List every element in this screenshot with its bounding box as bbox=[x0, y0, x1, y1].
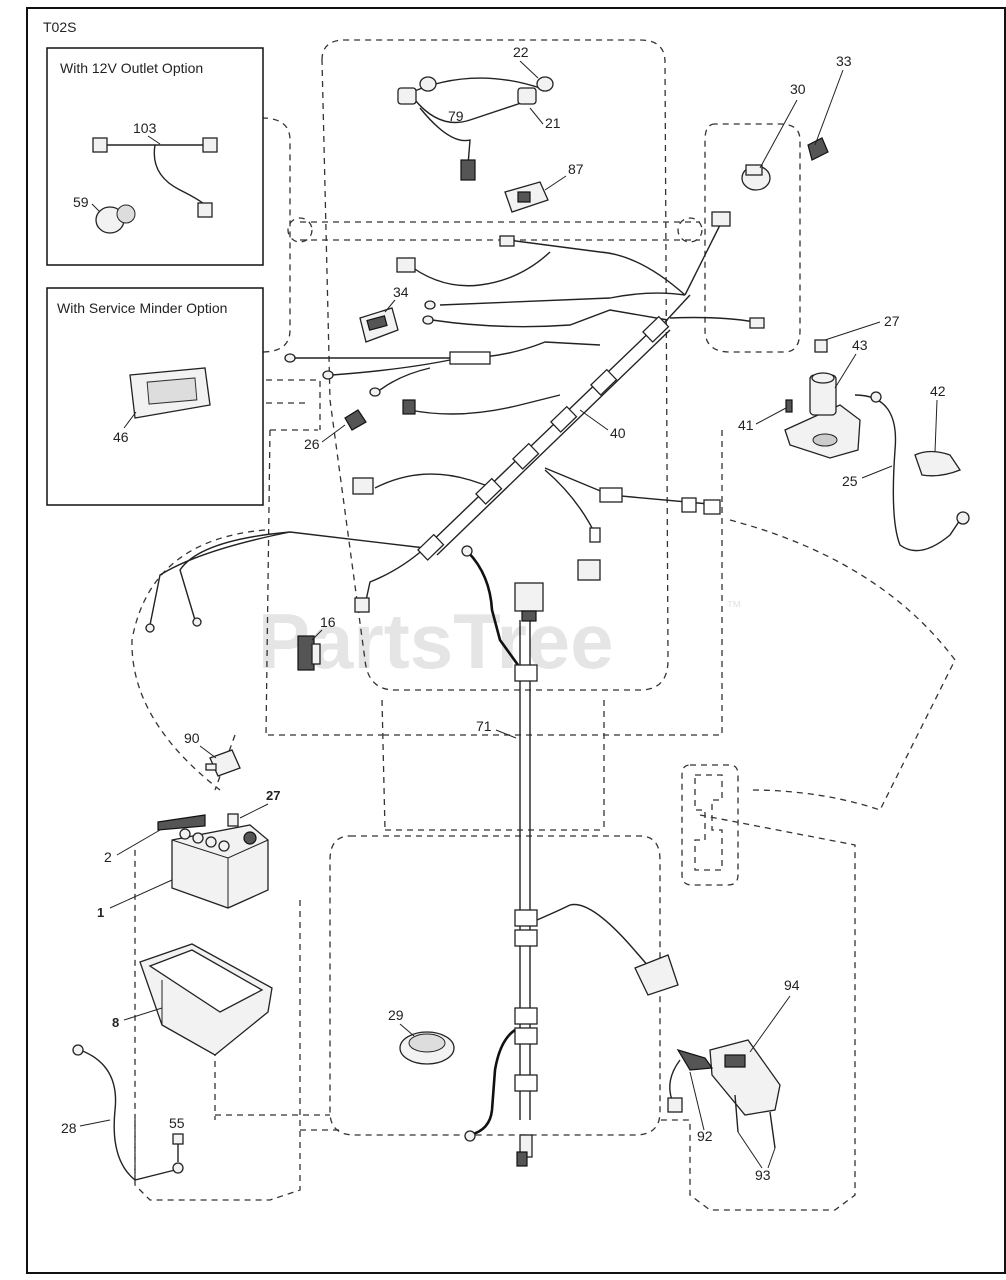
callout-79: 79 bbox=[448, 108, 464, 124]
part-29: 29 bbox=[388, 1007, 455, 1065]
callout-1: 1 bbox=[97, 905, 104, 920]
battery-1: 1 bbox=[97, 824, 269, 920]
callout-41: 41 bbox=[738, 417, 754, 433]
callout-28: 28 bbox=[61, 1120, 77, 1136]
battery-cable-25: 25 bbox=[842, 391, 970, 552]
callout-55: 55 bbox=[169, 1115, 185, 1131]
headlight-harness: 22 79 21 bbox=[397, 44, 561, 181]
callout-29: 29 bbox=[388, 1007, 404, 1023]
connector-92: 92 bbox=[667, 1048, 714, 1144]
ignition-key-33: 33 bbox=[807, 53, 852, 161]
rear-harness-71: 71 bbox=[461, 545, 679, 1167]
callout-22: 22 bbox=[513, 44, 529, 60]
callout-92: 92 bbox=[697, 1128, 713, 1144]
watermark: PartsTree ™ bbox=[258, 597, 742, 685]
callout-26: 26 bbox=[304, 436, 320, 452]
callout-8: 8 bbox=[112, 1015, 119, 1030]
callout-59: 59 bbox=[73, 194, 89, 210]
callout-33: 33 bbox=[836, 53, 852, 69]
callout-27-top: 27 bbox=[884, 313, 900, 329]
solenoid-43: 27 43 41 bbox=[738, 313, 900, 459]
switch-34: 34 bbox=[359, 284, 409, 343]
watermark-mark: ™ bbox=[726, 599, 742, 616]
main-harness-40: 40 bbox=[145, 211, 765, 633]
inset-service-minder-title: With Service Minder Option bbox=[57, 300, 227, 316]
callout-42: 42 bbox=[930, 383, 946, 399]
callout-90: 90 bbox=[184, 730, 200, 746]
callout-30: 30 bbox=[790, 81, 806, 97]
bolt-55: 55 bbox=[169, 1115, 185, 1162]
ignition-switch-30: 30 bbox=[741, 81, 806, 191]
relay-87: 87 bbox=[504, 161, 584, 213]
terminal-boot-42: 42 bbox=[914, 383, 961, 477]
battery-bolts-2: 2 27 bbox=[104, 788, 280, 865]
callout-87: 87 bbox=[568, 161, 584, 177]
callout-43: 43 bbox=[852, 337, 868, 353]
callout-2: 2 bbox=[104, 849, 112, 865]
part-90: 90 bbox=[184, 730, 241, 777]
callout-40: 40 bbox=[610, 425, 626, 441]
callout-25: 25 bbox=[842, 473, 858, 489]
callout-16: 16 bbox=[320, 614, 336, 630]
fuse-26: 26 bbox=[304, 409, 367, 452]
inset-12v-outlet: With 12V Outlet Option 103 59 bbox=[46, 47, 264, 266]
callout-103: 103 bbox=[133, 120, 157, 136]
tractor-outline bbox=[131, 39, 956, 1211]
inset-12v-title: With 12V Outlet Option bbox=[60, 60, 203, 76]
diagram-code: T02S bbox=[43, 19, 76, 35]
callout-21: 21 bbox=[545, 115, 561, 131]
callout-71: 71 bbox=[476, 718, 492, 734]
watermark-text: PartsTree bbox=[258, 597, 614, 685]
inset-service-minder: With Service Minder Option 46 bbox=[46, 287, 264, 506]
callout-93: 93 bbox=[755, 1167, 771, 1183]
seat-switch-94: 94 bbox=[709, 977, 800, 1116]
callout-34: 34 bbox=[393, 284, 409, 300]
battery-box-8: 8 bbox=[112, 943, 273, 1056]
callout-27-bottom: 27 bbox=[266, 788, 280, 803]
ground-cable-28: 28 bbox=[61, 1044, 184, 1181]
screws-93: 93 bbox=[734, 1094, 776, 1183]
callout-94: 94 bbox=[784, 977, 800, 993]
connector-16: 16 bbox=[297, 614, 336, 671]
callout-46: 46 bbox=[113, 429, 129, 445]
diagram-frame bbox=[26, 7, 1006, 1274]
